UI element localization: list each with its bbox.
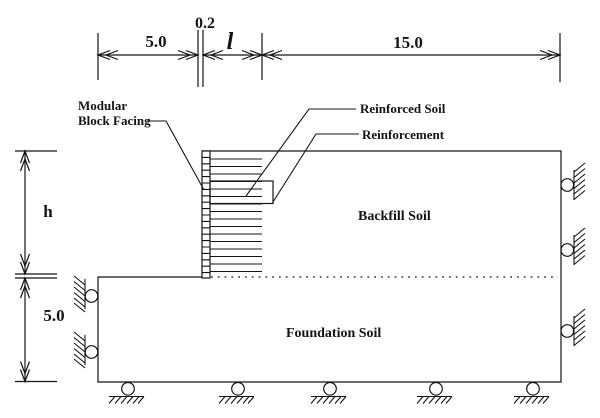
roller-support-icon	[429, 381, 443, 396]
roller-support-icon	[84, 345, 99, 359]
reinforcement-leader-line	[272, 133, 359, 203]
boundary-hatching-icon	[310, 395, 347, 405]
reinforced-soil-label: Reinforced Soil	[360, 101, 446, 116]
reinforcement-lines	[210, 158, 262, 273]
boundary-hatching-icon	[573, 162, 586, 201]
roller-support-icon	[84, 289, 99, 303]
right-boundary-supports	[560, 162, 586, 347]
boundary-hatching-icon	[218, 395, 255, 405]
roller-support-icon	[526, 381, 540, 396]
modular-block-facing-label-line2: Block Facing	[78, 113, 151, 128]
roller-support-icon	[121, 381, 135, 396]
boundary-hatching-icon	[416, 395, 453, 405]
backfill-soil-label: Backfill Soil	[358, 209, 431, 224]
facing-block-joints	[202, 156, 210, 274]
roller-support-icon	[560, 324, 575, 338]
boundary-hatching-icon	[573, 308, 586, 347]
foundation-depth-dimension: 5.0	[15, 277, 65, 383]
roller-support-icon	[560, 178, 575, 192]
foundation-dimension-lines	[15, 277, 57, 383]
reinforced-soil-leader-line	[245, 108, 356, 197]
callout-reinforcement: Reinforcement	[272, 127, 445, 203]
callout-reinforced-soil: Reinforced Soil	[245, 101, 446, 197]
boundary-hatching-icon	[108, 395, 145, 405]
wall-height-dimension: h	[15, 150, 57, 275]
top-dimension-chain: 5.0 0.2 l 15.0	[97, 15, 561, 87]
h-dimension-lines	[15, 150, 57, 275]
modular-block-facing-wall	[201, 150, 211, 279]
dimension-wall-height: h	[43, 202, 53, 221]
roller-support-icon	[231, 381, 245, 396]
bottom-boundary-supports	[108, 381, 550, 405]
roller-support-icon	[560, 243, 575, 257]
boundary-hatching-icon	[513, 395, 550, 405]
reinforcement-label: Reinforcement	[362, 127, 445, 142]
boundary-hatching-icon	[73, 275, 86, 313]
dimension-foundation-depth: 5.0	[43, 306, 64, 325]
dimension-reinforcement-length: l	[227, 29, 234, 55]
dimension-ticks	[97, 30, 561, 87]
boundary-hatching-icon	[573, 227, 586, 266]
dimension-facing-thickness: 0.2	[195, 15, 215, 32]
foundation-soil-label: Foundation Soil	[286, 326, 381, 341]
dimension-backfill-width: 15.0	[393, 33, 423, 52]
modular-block-facing-label-line1: Modular	[78, 98, 127, 113]
reinforcement-highlight-box	[209, 180, 274, 205]
soil-domain-outline	[97, 150, 562, 383]
roller-support-icon	[323, 381, 337, 396]
modular-block-facing-leader-line	[147, 120, 205, 191]
left-boundary-supports	[73, 275, 99, 369]
boundary-hatching-icon	[73, 331, 86, 369]
reinforcement-layers	[209, 158, 274, 273]
dimension-left-offset: 5.0	[145, 32, 166, 51]
callout-modular-block-facing: Modular Block Facing	[78, 98, 205, 191]
domain-boundary	[97, 150, 562, 383]
